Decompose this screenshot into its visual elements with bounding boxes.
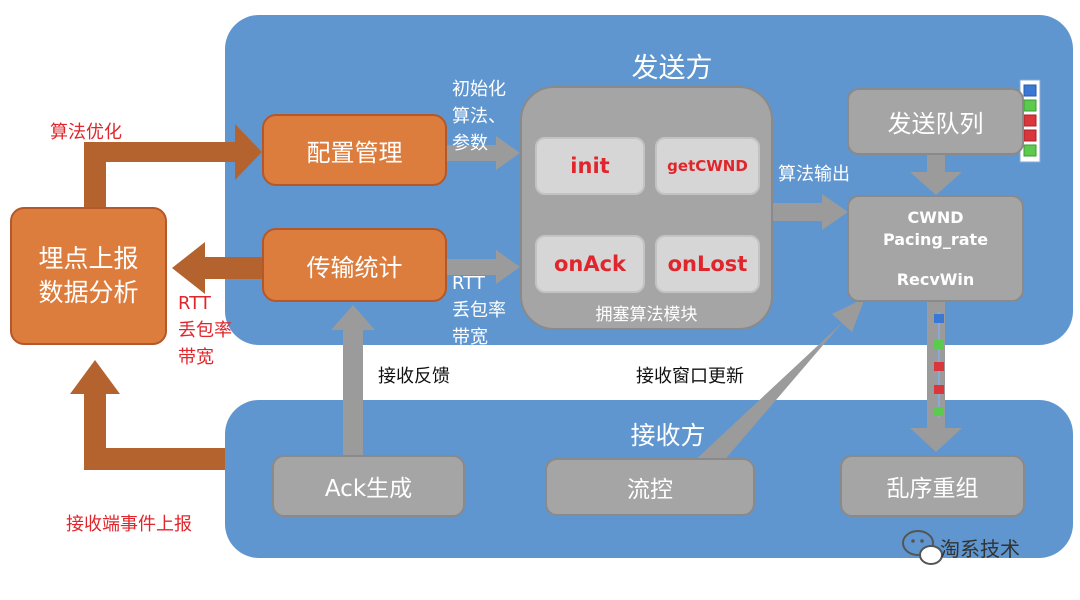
queue-to-params-arrow	[910, 155, 962, 195]
params-box[interactable]: CWND Pacing_rate RecvWin	[847, 195, 1024, 302]
analysis-line-2: 数据分析	[38, 278, 139, 307]
congestion-module-label: 拥塞算法模块	[595, 305, 698, 325]
init-params-label: 初始化 算法、 参数	[452, 79, 506, 154]
cwnd-label: CWND	[907, 207, 964, 227]
algo-output-label: 算法输出	[778, 164, 850, 185]
analysis-line-1: 埋点上报	[38, 244, 139, 273]
rtt-report-label: RTT 丢包率 带宽	[178, 293, 232, 368]
reorder-box[interactable]: 乱序重组	[840, 455, 1025, 517]
recvwin-label: RecvWin	[896, 269, 975, 289]
receiver-event-report-label: 接收端事件上报	[66, 514, 192, 535]
event-report-arrow	[70, 360, 225, 470]
wechat-icon	[902, 530, 943, 565]
recv-feedback-label: 接收反馈	[378, 366, 450, 387]
analysis-box[interactable]: 埋点上报 数据分析	[10, 207, 167, 345]
rtt-stats-label: RTT 丢包率 带宽	[452, 273, 506, 348]
pacing-rate-label: Pacing_rate	[882, 229, 989, 249]
send-queue-box[interactable]: 发送队列	[847, 88, 1024, 155]
ack-generate-box[interactable]: Ack生成	[272, 455, 465, 517]
stats-report-arrow	[172, 242, 262, 294]
congestion-module[interactable]	[520, 86, 773, 330]
packet-chain-icon	[934, 312, 944, 418]
onack-hook[interactable]: onAck	[535, 235, 645, 293]
receiver-title: 接收方	[630, 421, 706, 450]
algo-optimize-label: 算法优化	[50, 122, 122, 143]
params-to-reorder-arrow	[910, 302, 962, 452]
packet-queue-icon	[1019, 79, 1041, 163]
recv-window-update-label: 接收窗口更新	[636, 366, 744, 387]
onlost-hook[interactable]: onLost	[655, 235, 760, 293]
getcwnd-hook[interactable]: getCWND	[655, 137, 760, 195]
transfer-stats-box[interactable]: 传输统计	[262, 228, 447, 302]
transfer-to-module-arrow	[447, 250, 520, 284]
module-to-params-arrow	[773, 194, 848, 230]
flow-to-params-arrow	[692, 298, 865, 477]
ack-to-transfer-arrow	[331, 305, 375, 455]
config-to-module-arrow	[447, 136, 520, 170]
sender-title: 发送方	[631, 53, 713, 84]
watermark-text: 淘系技术	[940, 537, 1020, 561]
flow-control-box[interactable]: 流控	[545, 458, 755, 516]
config-management-box[interactable]: 配置管理	[262, 114, 447, 186]
init-hook[interactable]: init	[535, 137, 645, 195]
algo-optimize-arrow	[84, 124, 262, 207]
